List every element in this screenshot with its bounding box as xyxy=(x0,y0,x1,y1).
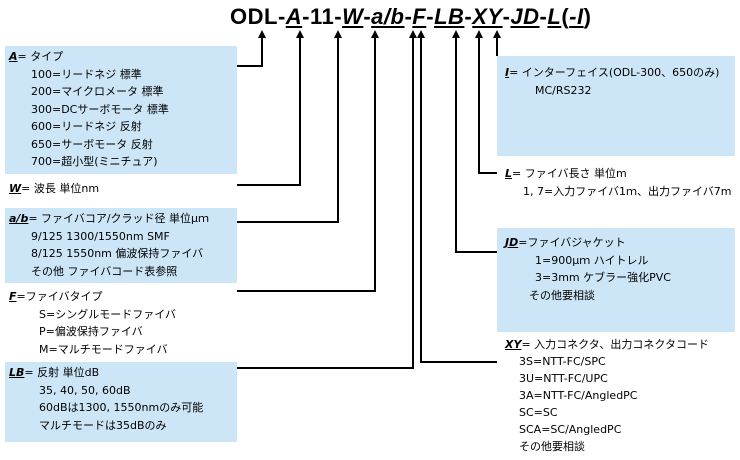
line-ab xyxy=(237,30,342,223)
code-I: -I xyxy=(569,4,584,29)
box-fiber-length: L= ファイバ長さ 単位m 1, 7=入力ファイバ1ｍ、出力ファイバ7m xyxy=(497,165,735,205)
type-label: = タイプ xyxy=(17,50,64,63)
type-item: 700=超小型(ミニチュア) xyxy=(31,155,158,168)
fiber-core-label: = ファイバコア/クラッド径 単位μｍ xyxy=(28,212,210,225)
fiber-jacket-label: =ファイバジャケット xyxy=(518,236,626,249)
connector-item: 3U=NTT-FC/UPC xyxy=(519,372,608,385)
connector-key: XY xyxy=(505,338,522,351)
code-F: F xyxy=(412,4,427,29)
reflection-item: マルチモードは35dBのみ xyxy=(39,418,167,432)
connector-item: SC=SC xyxy=(519,406,558,419)
line-L xyxy=(475,30,497,174)
code-paren-close: ) xyxy=(583,4,592,29)
fiber-type-item: M=マルチモードファイバ xyxy=(39,342,168,356)
fiber-jacket-item: 3=3mm ケブラー強化PVC xyxy=(535,271,671,284)
fiber-core-item: その他 ファイバコード表参照 xyxy=(31,264,178,278)
interface-label: = インターフェイス(ODL-300、650のみ) xyxy=(509,66,720,79)
fiber-core-item: 8/125 1550nm 偏波保持ファイバ xyxy=(31,247,204,260)
code-JD: JD xyxy=(510,4,540,29)
reflection-key: LB xyxy=(9,366,25,379)
code-LB: LB xyxy=(434,4,465,29)
box-wavelength: W= 波長 単位nm xyxy=(5,178,237,200)
box-connector: XY= 入力コネクタ、出力コネクタコード 3S=NTT-FC/SPC 3U=NT… xyxy=(497,336,735,458)
code-L: L xyxy=(547,4,562,29)
wavelength-label: = 波長 単位nm xyxy=(21,182,100,195)
fiber-core-key: a/b xyxy=(9,212,29,225)
type-item: 650=サーボモータ 反射 xyxy=(31,137,153,151)
connector-item: その他要相談 xyxy=(519,440,585,453)
fiber-type-item: S=シングルモードファイバ xyxy=(39,307,176,321)
connector-item: SCA=SC/AngledPC xyxy=(519,423,622,436)
line-A xyxy=(237,30,266,67)
code-dash-4: - xyxy=(464,4,473,29)
model-code: ODL-A-11-W-a/b-F-LB-XY-JD-L(-I) xyxy=(230,4,591,30)
code-dash-3: - xyxy=(426,4,435,29)
line-JD xyxy=(452,30,497,253)
code-prefix: ODL- xyxy=(230,4,286,29)
fiber-type-label: =ファイバタイプ xyxy=(16,290,103,303)
fiber-type-item: P=偏波保持ファイバ xyxy=(39,325,143,338)
type-item: 200=マイクロメータ 標準 xyxy=(31,85,164,98)
type-item: 300=DCサーボモータ 標準 xyxy=(31,102,169,116)
reflection-label: = 反射 単位dB xyxy=(24,366,100,379)
box-interface: I= インターフェイス(ODL-300、650のみ) MC/RS232 xyxy=(497,56,735,156)
wavelength-key: W xyxy=(9,182,22,195)
code-paren-open: ( xyxy=(561,4,570,29)
code-dash-2: - xyxy=(404,4,413,29)
fiber-jacket-key: JD xyxy=(505,236,519,249)
line-LB xyxy=(237,30,417,369)
fiber-length-label: = ファイバ長さ 単位m xyxy=(512,167,627,180)
type-item: 100=リードネジ 標準 xyxy=(31,67,142,81)
interface-item: MC/RS232 xyxy=(535,83,592,97)
fiber-jacket-item: その他要相談 xyxy=(529,288,595,302)
code-A: A xyxy=(285,4,303,29)
fiber-length-item: 1, 7=入力ファイバ1ｍ、出力ファイバ7m xyxy=(523,184,732,198)
type-item: 600=リードネジ 反射 xyxy=(31,120,142,133)
box-fiber-type: F=ファイバタイプ S=シングルモードファイバ P=偏波保持ファイバ M=マルチ… xyxy=(5,286,237,356)
box-fiber-jacket: JD=ファイバジャケット 1=900μｍ ハイトレル 3=3mm ケブラー強化P… xyxy=(497,228,735,332)
line-XY xyxy=(417,30,497,363)
box-type: A= タイプ 100=リードネジ 標準 200=マイクロメータ 標準 300=D… xyxy=(5,46,237,174)
fiber-length-key: L xyxy=(505,167,513,180)
code-W: W xyxy=(342,4,364,29)
type-key: A xyxy=(9,50,18,63)
connector-item: 3A=NTT-FC/AngledPC xyxy=(519,389,638,402)
code-dash-1: - xyxy=(363,4,372,29)
box-fiber-core: a/b= ファイバコア/クラッド径 単位μｍ 9/125 1300/1550nm… xyxy=(5,208,237,283)
connector-item: 3S=NTT-FC/SPC xyxy=(519,355,606,368)
code-XY: XY xyxy=(472,4,503,29)
code-ab: a/b xyxy=(371,4,405,29)
code-dash-5: - xyxy=(502,4,511,29)
line-W xyxy=(237,30,304,186)
code-11: -11- xyxy=(302,4,343,29)
interface-key: I xyxy=(505,66,510,79)
connector-label: = 入力コネクタ、出力コネクタコード xyxy=(521,338,709,351)
fiber-core-item: 9/125 1300/1550nm SMF xyxy=(31,229,170,243)
fiber-jacket-item: 1=900μｍ ハイトレル xyxy=(535,253,649,267)
code-dash-6: - xyxy=(539,4,548,29)
reflection-item: 35, 40, 50, 60dB xyxy=(39,383,131,397)
line-F xyxy=(237,30,379,292)
fiber-type-key: F xyxy=(9,290,17,303)
reflection-item: 60dBは1300, 1550nmのみ可能 xyxy=(39,401,204,414)
box-reflection: LB= 反射 単位dB 35, 40, 50, 60dB 60dBは1300, … xyxy=(5,362,237,442)
